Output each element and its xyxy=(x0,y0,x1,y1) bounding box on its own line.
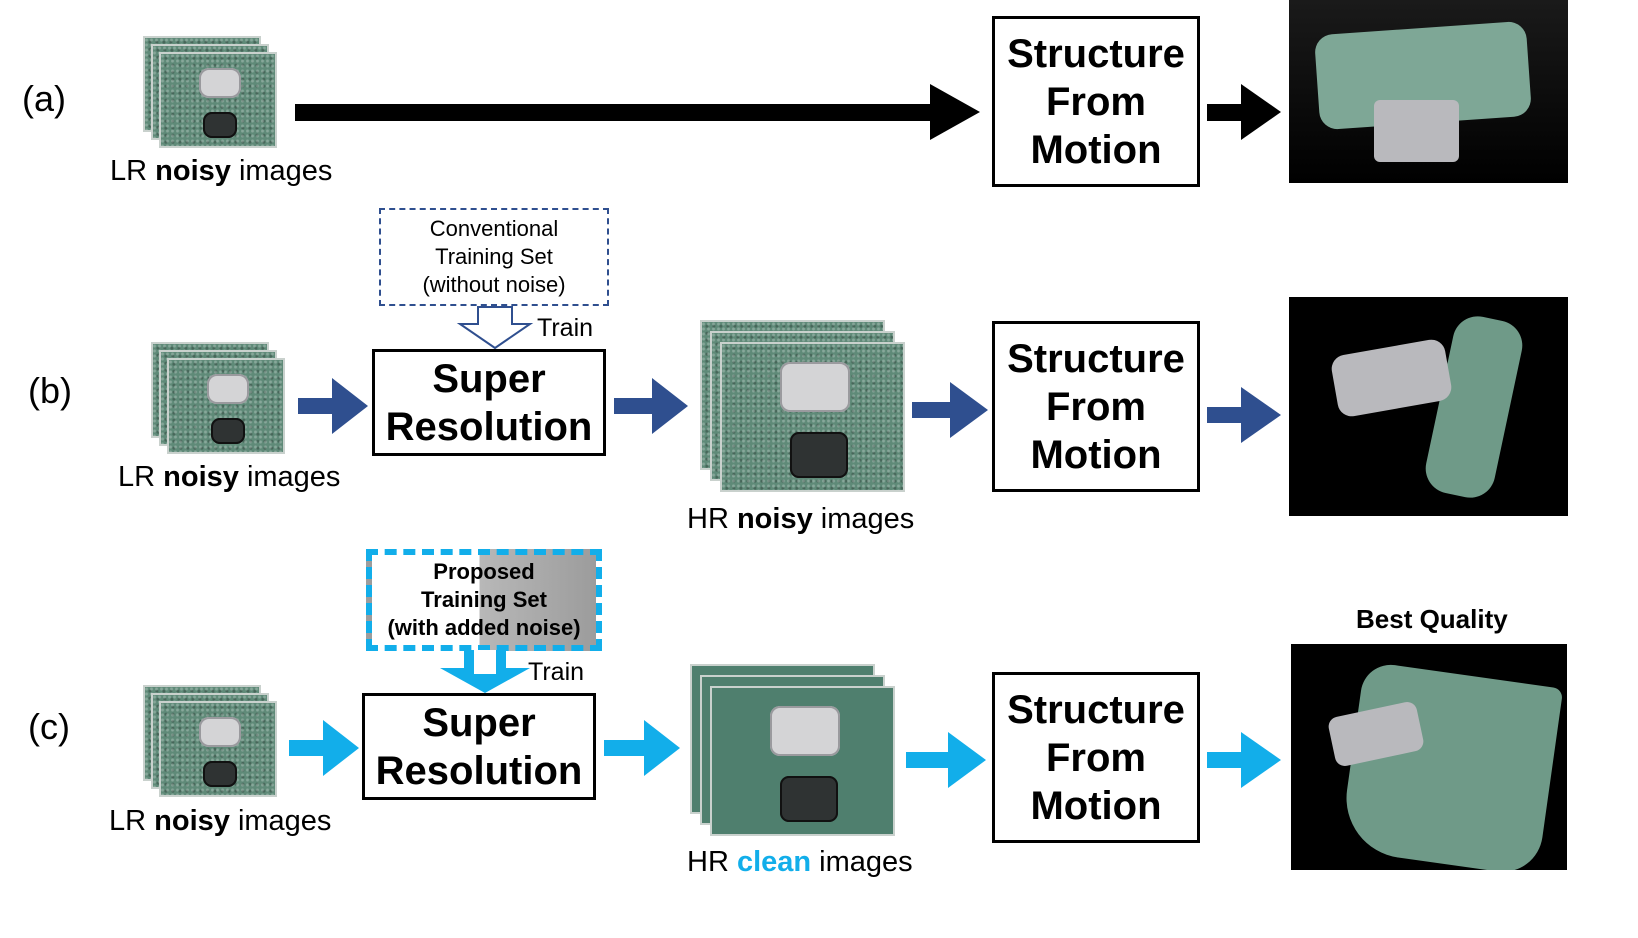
arrow-c-lr-to-sr xyxy=(289,720,359,776)
arrow-b-hr-to-sfm xyxy=(912,382,988,438)
arrow-b-lr-to-sr xyxy=(298,378,368,434)
hr-noisy-image-stack xyxy=(700,320,905,495)
arrow-c-hr-to-sfm xyxy=(906,732,986,788)
row-label-b: (b) xyxy=(28,370,72,411)
row-label-a: (a) xyxy=(22,78,66,119)
arrow-a-to-sfm xyxy=(295,84,980,140)
arrow-b-to-render xyxy=(1207,387,1281,443)
conventional-training-set: Conventional Training Set (without noise… xyxy=(379,208,609,306)
hr-clean-caption: HR clean images xyxy=(687,846,913,878)
lr-image-stack-c xyxy=(143,685,278,800)
sfm-render-c xyxy=(1291,644,1567,870)
lr-image-stack-b xyxy=(151,342,286,457)
hr-noisy-caption: HR noisy images xyxy=(687,503,915,535)
sfm-render-a xyxy=(1289,0,1568,183)
arrow-c-sr-to-hr xyxy=(604,720,680,776)
arrow-c-to-render xyxy=(1207,732,1281,788)
row-label-c: (c) xyxy=(28,706,70,747)
lr-image-stack-a xyxy=(143,36,278,151)
lr-caption-b: LR noisy images xyxy=(118,461,341,493)
sfm-render-b xyxy=(1289,297,1568,516)
lr-caption-a: LR noisy images xyxy=(110,155,333,187)
arrow-b-sr-to-hr xyxy=(614,378,688,434)
hr-clean-image-stack xyxy=(690,664,895,839)
lr-caption-c: LR noisy images xyxy=(109,805,332,837)
best-quality-label: Best Quality xyxy=(1356,604,1508,634)
proposed-training-set: Proposed Training Set (with added noise) xyxy=(366,549,602,651)
arrow-a-to-render xyxy=(1207,84,1281,140)
train-arrow-c xyxy=(440,650,530,693)
train-arrow-b xyxy=(456,306,534,350)
train-label-c: Train xyxy=(528,658,585,686)
train-label-b: Train xyxy=(537,314,594,342)
